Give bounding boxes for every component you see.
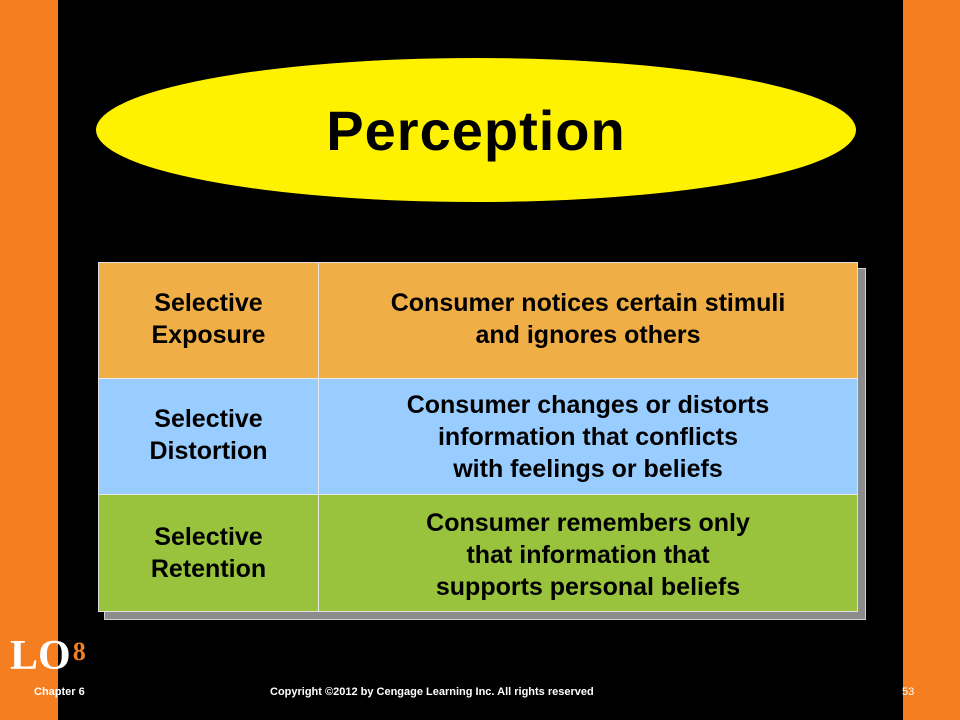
term-selective-exposure: Selective Exposure [151,289,266,349]
lo-number: 8 [72,637,86,666]
definition-cell: Consumer changes or distorts information… [319,379,857,494]
term-cell: Selective Exposure [99,263,319,378]
term-cell: Selective Retention [99,495,319,611]
term-selective-distortion: Selective Distortion [149,405,268,465]
lo-label: LO [10,633,71,679]
footer-copyright: Copyright ©2012 by Cengage Learning Inc.… [270,686,594,698]
footer-chapter: Chapter 6 [34,686,85,698]
table-row-selective-retention: Selective Retention Consumer remembers o… [99,495,857,611]
definition-cell: Consumer remembers only that information… [319,495,857,611]
term-selective-retention: Selective Retention [150,523,267,583]
term-cell: Selective Distortion [99,379,319,494]
definition-selective-distortion: Consumer changes or distorts information… [406,391,770,483]
learning-objective-badge: LO8 [10,632,86,680]
title-ellipse: Perception [96,58,856,202]
slide-title: Perception [326,98,626,162]
table-row-selective-exposure: Selective Exposure Consumer notices cert… [99,263,857,379]
table-row-selective-distortion: Selective Distortion Consumer changes or… [99,379,857,495]
perception-table: Selective Exposure Consumer notices cert… [98,262,858,612]
definition-selective-exposure: Consumer notices certain stimuli and ign… [390,289,786,349]
definition-cell: Consumer notices certain stimuli and ign… [319,263,857,378]
footer-page-number: 53 [902,686,915,698]
left-accent-bar [0,0,58,720]
right-accent-bar [903,0,960,720]
definition-selective-retention: Consumer remembers only that information… [426,509,750,601]
